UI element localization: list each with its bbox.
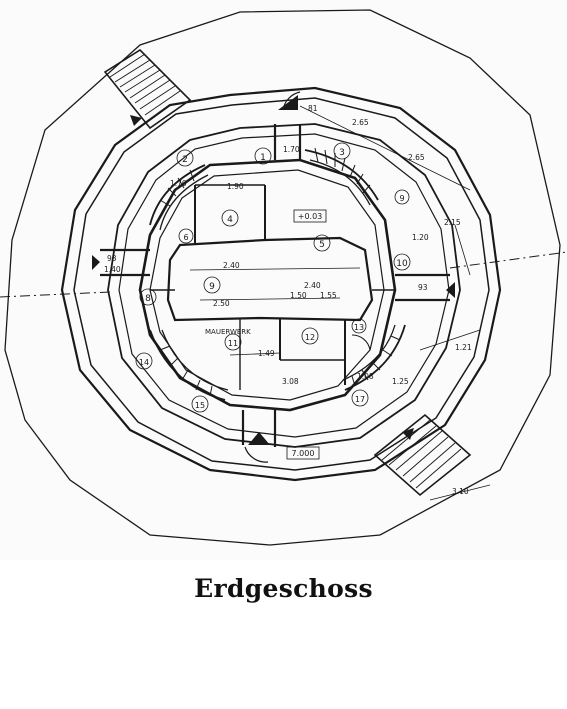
room-9: 9 bbox=[203, 276, 221, 294]
room-label: 9 bbox=[399, 194, 404, 203]
level-upper: +0.03 bbox=[293, 209, 327, 223]
room-label: 2 bbox=[182, 155, 188, 165]
entry-arrows bbox=[92, 95, 455, 445]
dim-label: 3.08 bbox=[282, 377, 299, 386]
room-label: 6 bbox=[183, 233, 188, 242]
dim-label: 1.50 bbox=[290, 291, 307, 300]
ramp-northwest bbox=[103, 48, 192, 130]
room-1: 1 bbox=[254, 147, 272, 165]
room-label: 1 bbox=[260, 153, 266, 163]
door-swing bbox=[351, 334, 371, 351]
room-label: 8 bbox=[145, 294, 151, 304]
room-label: 10 bbox=[396, 259, 408, 269]
outer-wall-inner-line bbox=[73, 97, 490, 471]
room-3: 3 bbox=[333, 142, 351, 160]
room-label: 17 bbox=[355, 395, 365, 404]
dim-label: 2.40 bbox=[304, 281, 321, 290]
level-lower-value: 7.000 bbox=[292, 449, 315, 458]
dim-label: 2.15 bbox=[444, 218, 461, 227]
level-lower: 7.000 bbox=[286, 446, 320, 460]
room-label: 15 bbox=[195, 401, 205, 410]
dim-label: 1.55 bbox=[320, 291, 337, 300]
room-14: 14 bbox=[135, 352, 153, 370]
room-2: 2 bbox=[176, 149, 194, 167]
dim-label: 2.40 bbox=[223, 261, 240, 270]
ramp-southeast bbox=[373, 413, 472, 497]
room-6: 6 bbox=[178, 228, 194, 244]
inner-core-wall-inner bbox=[149, 169, 385, 401]
dim-label: 93 bbox=[418, 283, 428, 292]
masonry-label: MAUERWERK bbox=[205, 328, 251, 336]
room-17: 17 bbox=[351, 389, 369, 407]
dim-label: 1.25 bbox=[392, 377, 409, 386]
floor-plan-svg: 1 2 3 4 5 6 8 9 9 10 11 12 13 14 15 17 8… bbox=[0, 9, 567, 546]
dim-label: 1.90 bbox=[227, 182, 244, 191]
dim-label: 2.65 bbox=[408, 153, 425, 162]
room-10: 10 bbox=[393, 253, 411, 271]
dim-label: 81 bbox=[308, 104, 318, 113]
curved-stairs bbox=[149, 147, 406, 401]
outer-wall-outer-line bbox=[60, 86, 502, 482]
room-11: 11 bbox=[224, 333, 242, 351]
room-9b: 9 bbox=[394, 189, 410, 205]
room-label: 4 bbox=[227, 215, 233, 225]
room-12: 12 bbox=[301, 327, 319, 345]
room-label: 11 bbox=[228, 339, 238, 348]
middle-ring-outer bbox=[107, 123, 461, 448]
room-8: 8 bbox=[139, 288, 157, 306]
dim-label: 93 bbox=[107, 254, 117, 263]
entrance-ramps bbox=[103, 48, 472, 497]
central-hall bbox=[166, 236, 374, 322]
dim-label: 1.70 bbox=[283, 145, 300, 154]
room-label: 3 bbox=[339, 148, 345, 158]
room-5: 5 bbox=[313, 234, 331, 252]
dim-label: 1.20 bbox=[412, 233, 429, 242]
room-15: 15 bbox=[191, 395, 209, 413]
section-axis bbox=[0, 251, 567, 298]
dim-label: 2.50 bbox=[213, 299, 230, 308]
room-markers: 1 2 3 4 5 6 8 9 9 10 11 12 13 14 15 17 bbox=[135, 142, 411, 413]
dimension-labels: 81 2.65 2.65 2.15 1.70 1.90 93 93 1.40 2… bbox=[104, 104, 472, 496]
room-label: 9 bbox=[209, 282, 215, 292]
door-swing bbox=[244, 446, 269, 463]
dim-label: 1.40 bbox=[104, 265, 121, 274]
dim-label: 1.70 bbox=[170, 179, 187, 188]
dim-label: 3.10 bbox=[452, 487, 469, 496]
inner-core-wall bbox=[138, 158, 397, 412]
level-upper-value: +0.03 bbox=[298, 212, 323, 221]
room-label: 14 bbox=[139, 358, 149, 367]
floor-plan-drawing: 1 2 3 4 5 6 8 9 9 10 11 12 13 14 15 17 8… bbox=[0, 9, 567, 546]
middle-ring-inner bbox=[118, 133, 450, 438]
room-label: 12 bbox=[305, 333, 315, 342]
dim-label: 1.08 bbox=[357, 372, 374, 381]
outer-boundary bbox=[4, 9, 561, 546]
room-label: 5 bbox=[319, 240, 325, 250]
room-4: 4 bbox=[221, 209, 239, 227]
dim-label: 1.21 bbox=[455, 343, 472, 352]
dim-label: 1.49 bbox=[258, 349, 275, 358]
room-13: 13 bbox=[351, 318, 367, 334]
dim-label: 2.65 bbox=[352, 118, 369, 127]
page-title: Erdgeschoss bbox=[194, 574, 373, 603]
dimension-lines bbox=[189, 105, 491, 501]
room-label: 13 bbox=[354, 323, 364, 332]
